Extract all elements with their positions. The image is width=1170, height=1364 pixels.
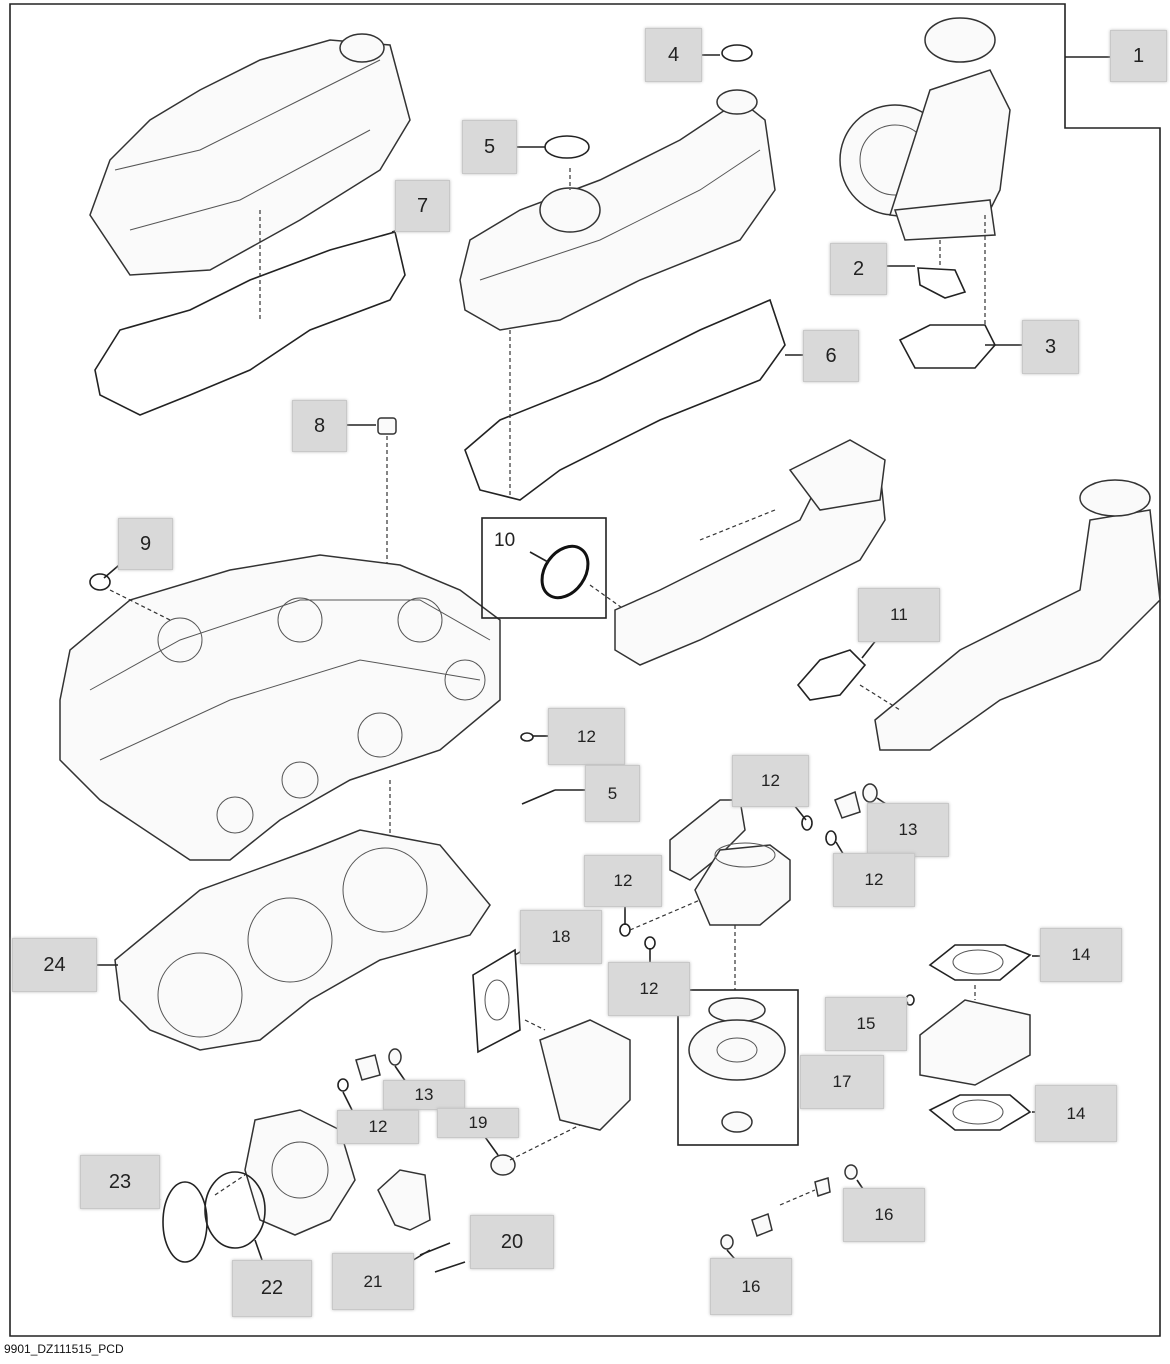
callout-15: 15 bbox=[825, 997, 907, 1051]
callout-9: 9 bbox=[118, 518, 173, 570]
head-gasket bbox=[114, 829, 491, 1051]
water-pump bbox=[244, 1109, 356, 1236]
callout-12-e: 12 bbox=[608, 962, 690, 1016]
callout-14-b: 14 bbox=[1035, 1085, 1117, 1142]
callout-16-b: 16 bbox=[710, 1258, 792, 1315]
callout-10: 10 bbox=[494, 530, 516, 551]
rocker-gasket-left bbox=[94, 231, 406, 416]
callout-11: 11 bbox=[858, 588, 940, 642]
callout-5-pin: 5 bbox=[585, 765, 640, 822]
callout-1: 1 bbox=[1110, 30, 1167, 82]
callout-19: 19 bbox=[437, 1108, 519, 1138]
callout-20: 20 bbox=[470, 1215, 554, 1269]
thermostat-housing bbox=[669, 799, 791, 926]
rocker-cover-center bbox=[459, 89, 776, 331]
valve-seal-8 bbox=[377, 417, 397, 435]
intake-elbow bbox=[874, 479, 1161, 751]
callout-17: 17 bbox=[800, 1055, 884, 1109]
rocker-gasket-center bbox=[464, 298, 786, 501]
callout-5-cap: 5 bbox=[462, 120, 517, 174]
gasket-14-bottom bbox=[928, 1094, 1032, 1131]
callout-21: 21 bbox=[332, 1253, 414, 1310]
figure-id-label: 9901_DZ111515_PCD bbox=[4, 1342, 124, 1356]
callout-14-a: 14 bbox=[1040, 928, 1122, 982]
seal-10-box bbox=[481, 517, 607, 619]
callout-8: 8 bbox=[292, 400, 347, 452]
rocker-cover-left bbox=[89, 33, 411, 276]
callout-4: 4 bbox=[645, 28, 702, 82]
callout-22: 22 bbox=[232, 1260, 312, 1317]
callout-12-f: 12 bbox=[337, 1110, 419, 1144]
callout-12-c: 12 bbox=[833, 853, 915, 907]
cylinder-head bbox=[59, 554, 501, 861]
callout-13-a: 13 bbox=[867, 803, 949, 857]
exhaust-manifold bbox=[614, 439, 886, 666]
callout-7: 7 bbox=[395, 180, 450, 232]
adapter-block bbox=[919, 999, 1031, 1086]
o-ring-9 bbox=[89, 573, 111, 591]
gasket-18 bbox=[472, 948, 521, 1054]
washer-4 bbox=[721, 44, 753, 62]
seal-10 bbox=[540, 544, 590, 600]
o-ring-23 bbox=[162, 1181, 208, 1263]
callout-12-b: 12 bbox=[732, 755, 809, 807]
gasket-2 bbox=[917, 267, 967, 299]
callout-23: 23 bbox=[80, 1155, 160, 1209]
thermostat-kit-box bbox=[677, 989, 799, 1146]
callout-12-d: 12 bbox=[584, 855, 662, 907]
diagram-border bbox=[9, 3, 1161, 1337]
callout-2: 2 bbox=[830, 243, 887, 295]
gasket-14-top bbox=[928, 944, 1032, 981]
gasket-11 bbox=[796, 649, 867, 701]
callout-18: 18 bbox=[520, 910, 602, 964]
callout-12-a: 12 bbox=[548, 708, 625, 765]
o-ring-22 bbox=[204, 1171, 266, 1249]
callout-24: 24 bbox=[12, 938, 97, 992]
cap-5 bbox=[544, 135, 590, 159]
gasket-3 bbox=[898, 324, 996, 369]
callout-16-a: 16 bbox=[843, 1188, 925, 1242]
turbocharger bbox=[839, 17, 1011, 241]
callout-13-b: 13 bbox=[383, 1080, 465, 1110]
callout-6: 6 bbox=[803, 330, 859, 382]
callout-3: 3 bbox=[1022, 320, 1079, 374]
